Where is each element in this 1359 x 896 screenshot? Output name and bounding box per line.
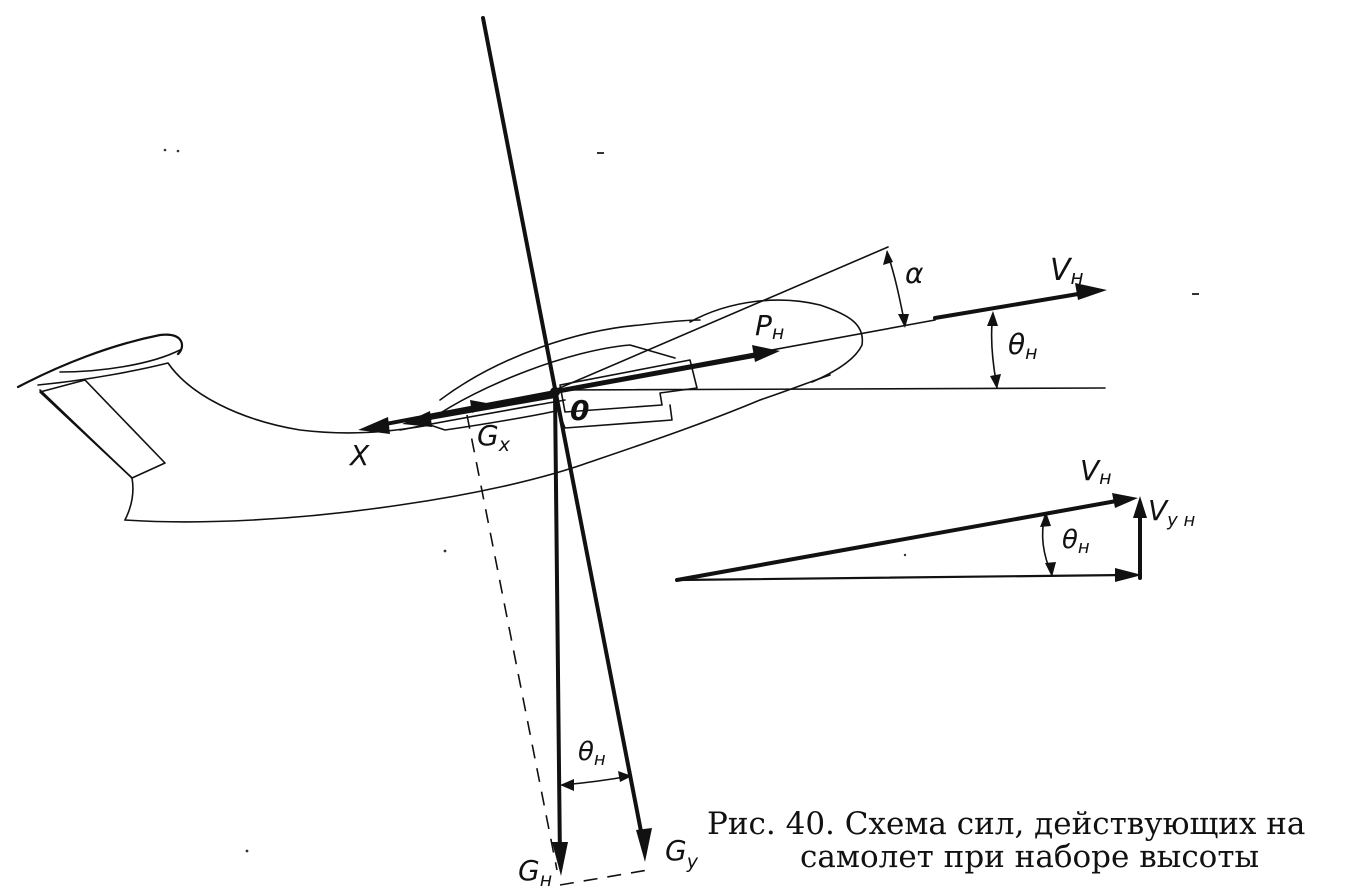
engine-nacelle <box>559 359 698 413</box>
lift-line <box>481 16 647 854</box>
angle-marks <box>560 250 1001 791</box>
label-g-y: Gy <box>665 834 699 873</box>
triangle-hypotenuse <box>675 498 1124 582</box>
print-specks <box>163 148 1199 853</box>
velocity-arrowhead <box>1075 283 1107 300</box>
velocity-line <box>933 290 1092 320</box>
caption-line-2: самолет при наборе высоты <box>800 839 1259 875</box>
dashed-closing-bottom <box>559 869 649 886</box>
label-v-yh: Vу н <box>1148 494 1196 531</box>
weight-gx-arrowhead <box>402 411 432 427</box>
reference-lines <box>554 246 1106 391</box>
label-v-h: Vн <box>1050 253 1084 289</box>
label-theta-h: θн <box>1008 328 1038 364</box>
vertical-fin <box>16 333 184 389</box>
diagram-labels: Vн Pн α θн 0 X Gx Gн Gy θн Vн Vу н θн <box>348 253 1196 891</box>
triangle-base <box>675 573 1127 582</box>
wing-lower <box>399 399 566 431</box>
label-origin: 0 <box>570 394 589 427</box>
aircraft-outline <box>16 299 864 523</box>
dashed-projection-left <box>466 414 558 871</box>
aircraft-axis-line <box>554 246 889 391</box>
label-x: X <box>348 439 370 472</box>
weight-gh-arrowhead <box>552 842 568 876</box>
thrust-line <box>553 352 767 394</box>
weight-gx-line <box>416 394 557 422</box>
horizon-line <box>554 387 1106 391</box>
origin-point <box>550 387 560 397</box>
figure-caption: Рис. 40. Схема сил, действующих на самол… <box>707 806 1305 875</box>
label-g-x: Gx <box>477 419 511 456</box>
caption-line-1: Рис. 40. Схема сил, действующих на <box>707 806 1305 842</box>
stabilizer <box>39 379 166 479</box>
fuselage-upper <box>37 362 431 434</box>
label-alpha: α <box>905 257 924 290</box>
drag-line <box>373 390 557 428</box>
label-g-h: Gн <box>518 854 552 891</box>
fin-top-curve <box>59 349 181 373</box>
label-v-h-triangle: Vн <box>1080 454 1112 489</box>
force-vectors <box>358 16 1107 886</box>
weight-gh-line <box>553 390 562 864</box>
wing-root <box>429 409 561 431</box>
tail-rear <box>39 389 134 521</box>
lift-arrowhead <box>636 828 652 862</box>
canopy <box>439 319 701 401</box>
cockpit-nose <box>689 299 864 383</box>
weight-gx-arrowhead-2 <box>470 400 492 413</box>
label-p-h: Pн <box>755 309 784 344</box>
wing-upper <box>429 344 676 421</box>
label-theta-bottom: θн <box>578 737 606 770</box>
thrust-arrowhead <box>752 345 780 362</box>
velocity-triangle <box>675 493 1147 582</box>
flight-path-thin <box>554 319 936 391</box>
label-theta-triangle: θн <box>1062 525 1090 558</box>
drag-arrowhead <box>358 417 390 434</box>
